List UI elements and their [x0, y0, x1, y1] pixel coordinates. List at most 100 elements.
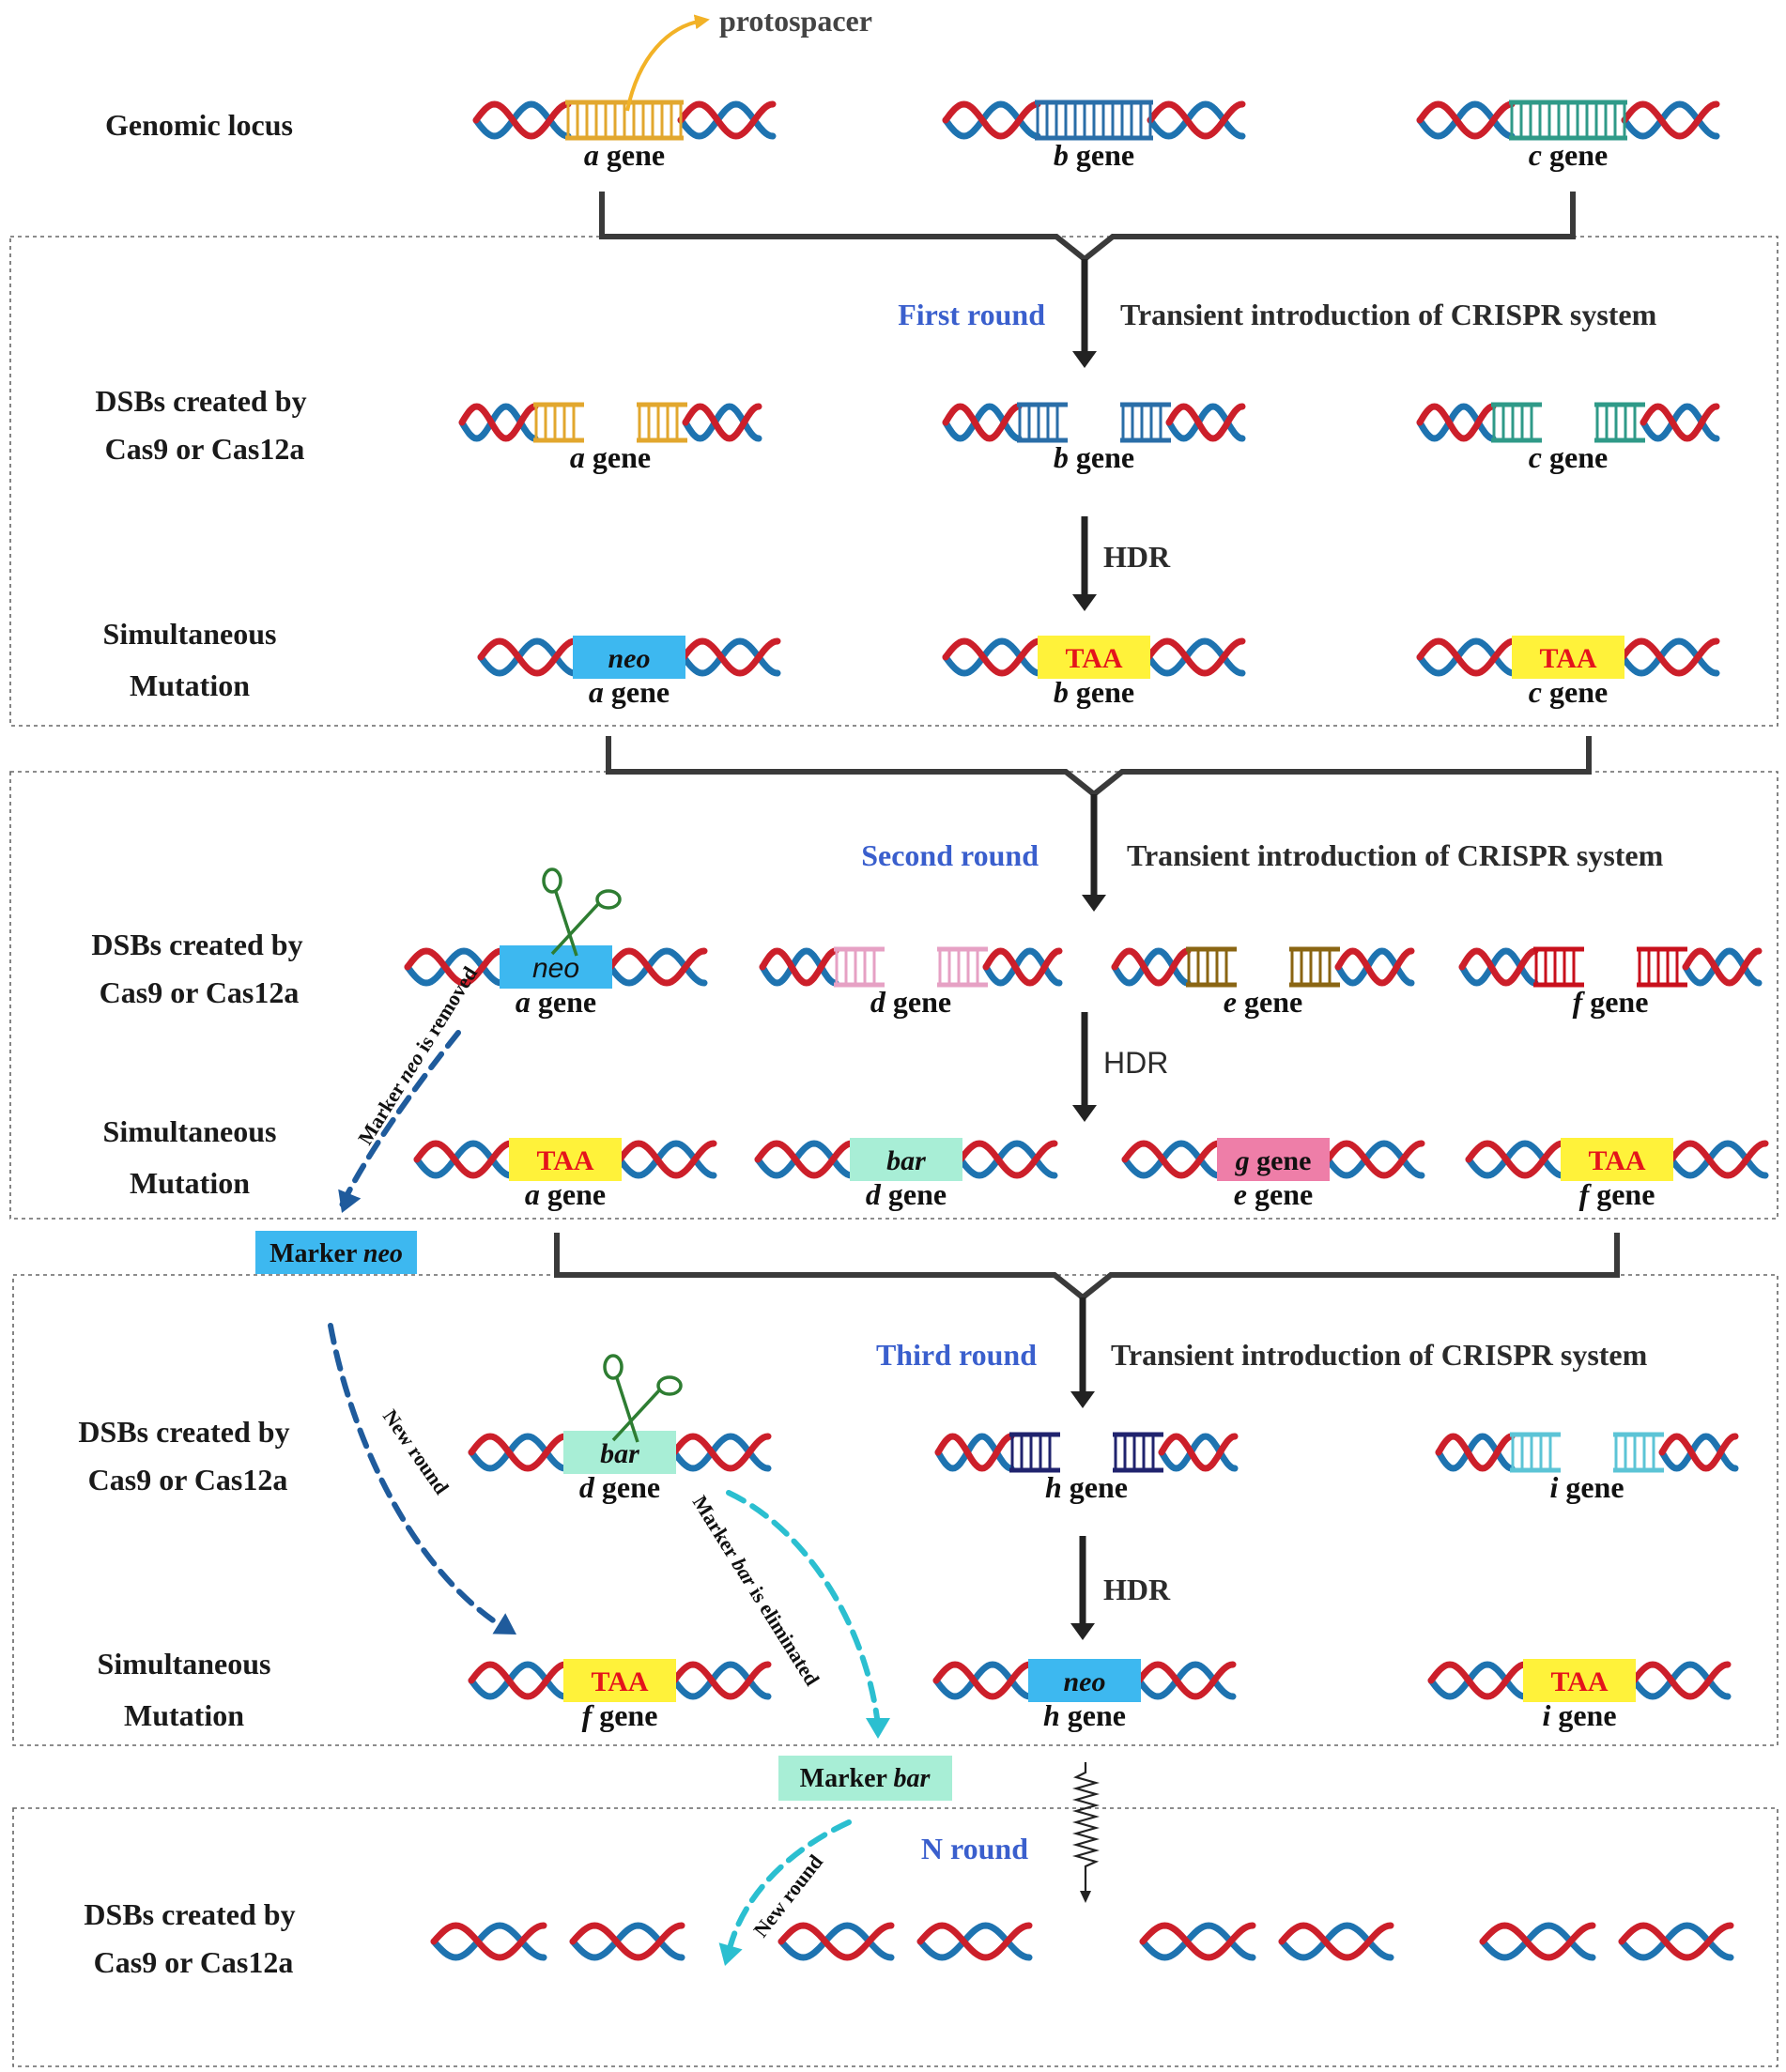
helix-left — [477, 637, 578, 677]
bar-eliminated-label: Marker bar is eliminated — [688, 1491, 824, 1689]
helix-left — [1458, 947, 1539, 987]
helix-left — [1435, 1433, 1516, 1472]
gene-c2-label: c gene — [1529, 675, 1608, 709]
helix-left — [1465, 1140, 1566, 1179]
helix-left — [934, 1433, 1015, 1472]
n-round-label: N round — [921, 1832, 1028, 1865]
gene-a1-label: a gene — [570, 440, 651, 474]
gene-a2-label: a gene — [589, 675, 670, 709]
marker-bar-name: bar — [893, 1764, 931, 1793]
hdr-label-1: HDR — [1103, 540, 1171, 574]
insert-a4-text: TAA — [536, 1145, 593, 1176]
connector-3 — [554, 1233, 1620, 1301]
TAA-insert-box — [1523, 1659, 1636, 1702]
helix-left — [468, 1433, 569, 1472]
gene-e3-left-fragment — [1186, 946, 1237, 988]
sim-label-2b: Mutation — [130, 1166, 250, 1200]
helix-left — [1416, 403, 1497, 442]
gene-f3-label: f gene — [1573, 985, 1649, 1019]
neo-insert-box — [1028, 1659, 1141, 1702]
helix-right — [1147, 100, 1246, 140]
gene-i5-left-fragment — [1510, 1432, 1561, 1473]
svg-text:Marker neo: Marker neo — [269, 1239, 403, 1268]
helix-right — [1324, 1140, 1425, 1179]
helix-right — [1668, 1140, 1769, 1179]
dsb-label-1a: DSBs created by — [95, 384, 306, 418]
gene-h5-label: h gene — [1045, 1470, 1128, 1504]
helix-right — [1621, 100, 1720, 140]
helix-right — [1158, 1433, 1239, 1472]
gene-h5-right-fragment — [1113, 1432, 1163, 1473]
helix-right — [1145, 637, 1246, 677]
gene-a1-right-fragment — [637, 402, 687, 443]
helix-left — [404, 947, 505, 987]
sim-label-2a: Simultaneous — [103, 1114, 277, 1148]
marker-bar-box: Marker bar — [778, 1756, 952, 1801]
cut-h5-gene: h gene — [934, 1432, 1239, 1504]
gene-a-label: a gene — [584, 138, 665, 172]
helix-right — [957, 1140, 1058, 1179]
gene-d3-label: d gene — [870, 985, 951, 1019]
marker-neo-word: Marker — [269, 1239, 357, 1268]
helix-right — [1640, 403, 1720, 442]
new-round-arrowhead-2 — [718, 1942, 743, 1966]
new-round-arrowhead-1 — [492, 1613, 516, 1635]
TAA-insert-box — [1038, 636, 1150, 679]
scissors-layer — [542, 867, 683, 1443]
insert-e4-text: g gene — [1235, 1145, 1312, 1176]
dsb-label-na: DSBs created by — [84, 1897, 295, 1931]
gene-c1-left-fragment — [1491, 402, 1542, 443]
gene-a4-label: a gene — [525, 1177, 606, 1211]
helix-left — [1427, 1661, 1529, 1700]
helix-right — [1619, 637, 1720, 677]
marker-bar-word: Marker — [800, 1764, 887, 1793]
cut-i5-gene: i gene — [1435, 1432, 1739, 1504]
second-round-label: Second round — [861, 838, 1039, 872]
genomic-locus-label: Genomic locus — [105, 108, 293, 142]
fragment-right — [1618, 1922, 1734, 1961]
helix-left — [759, 947, 839, 987]
gene-b-segment — [1035, 100, 1153, 141]
fragment-right — [916, 1922, 1033, 1961]
gene-f3-left-fragment — [1533, 946, 1584, 988]
cut-a1-gene: a gene — [458, 402, 762, 474]
gene-b-label: b gene — [1054, 138, 1134, 172]
dsb-label-1b: Cas9 or Cas12a — [105, 432, 305, 466]
gene-b1-right-fragment — [1120, 402, 1171, 443]
insert-a3-text: neo — [532, 953, 579, 984]
dsb-label-2b: Cas9 or Cas12a — [100, 975, 300, 1009]
round-1-box — [9, 236, 1778, 727]
helix-left — [942, 403, 1023, 442]
fragment-left — [430, 1922, 547, 1961]
gene-f4-label: f gene — [1579, 1177, 1655, 1211]
gene-c1-label: c gene — [1529, 440, 1608, 474]
gene-d3-left-fragment — [834, 946, 885, 988]
scissors-icon-2 — [603, 1354, 683, 1443]
neo-removed-arrow — [339, 1030, 461, 1208]
fragment-left — [1139, 1922, 1256, 1961]
insert-f4-text: TAA — [1588, 1145, 1645, 1176]
gene-h5-left-fragment — [1009, 1432, 1060, 1473]
broken-dna-n1 — [430, 1922, 685, 1961]
insert-i6-text: TAA — [1550, 1666, 1608, 1697]
helix-right — [607, 947, 708, 987]
round-n-box — [12, 1807, 1778, 2067]
fragment-right — [569, 1922, 685, 1961]
gene-f6-label: f gene — [582, 1698, 658, 1732]
helix-left — [458, 403, 539, 442]
cut-b1-gene: b gene — [942, 402, 1246, 474]
dsb-label-nb: Cas9 or Cas12a — [94, 1945, 294, 1979]
first-round-label: First round — [898, 298, 1045, 331]
intact-c-gene: c gene — [1416, 100, 1720, 172]
gene-d4-label: d gene — [866, 1177, 947, 1211]
insert-d5-text: bar — [600, 1438, 639, 1469]
broken-dna-n3 — [1139, 1922, 1394, 1961]
connector-1 — [599, 192, 1576, 263]
gene-i5-label: i gene — [1549, 1470, 1624, 1504]
hdr-label-3: HDR — [1103, 1573, 1171, 1606]
